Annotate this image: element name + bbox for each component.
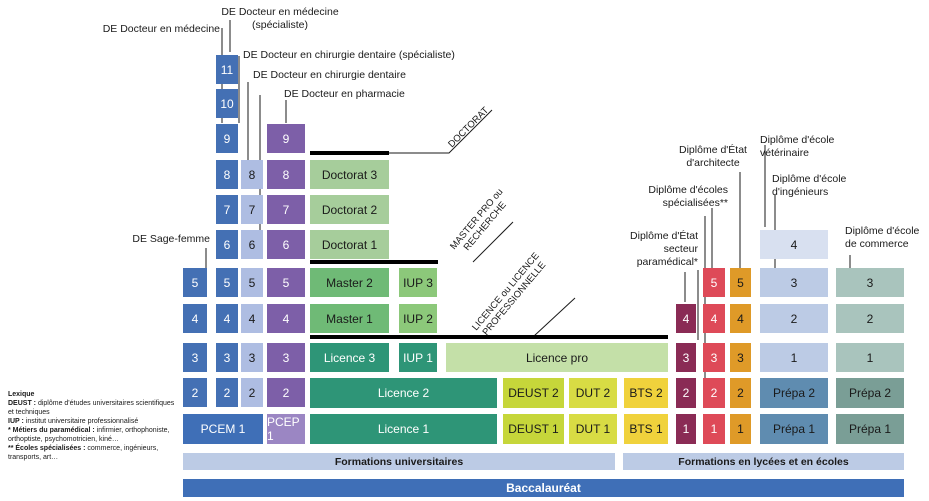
iup-2: IUP 2 bbox=[399, 304, 437, 333]
licence-3: Licence 3 bbox=[310, 343, 389, 372]
dentaire-spec-year-5: 5 bbox=[241, 268, 263, 297]
lexique-deust-text: diplôme d'études universitaires scientif… bbox=[8, 400, 175, 416]
paramedical-year-3: 3 bbox=[676, 343, 696, 372]
pharmacie-year-6: 6 bbox=[267, 230, 305, 259]
lexique-title: Lexique bbox=[8, 391, 35, 398]
paramedical-year-2: 2 bbox=[676, 378, 696, 408]
architecte-year-4: 4 bbox=[730, 304, 751, 333]
bts-1: BTS 1 bbox=[624, 414, 668, 444]
prepa-1-a: Prépa 1 bbox=[760, 414, 828, 444]
label-de-medecine-specialiste: DE Docteur en médecine (spécialiste) bbox=[221, 6, 339, 31]
lexique-metiers-key: * Métiers du paramédical : bbox=[8, 427, 95, 434]
dentaire-spec-year-7: 7 bbox=[241, 195, 263, 224]
sage-femme-year-3: 3 bbox=[183, 343, 207, 372]
ecoles-spec-year-5: 5 bbox=[703, 268, 725, 297]
medecine-year-7: 7 bbox=[216, 195, 238, 224]
pharmacie-year-3: 3 bbox=[267, 343, 305, 372]
lexique-deust-key: DEUST : bbox=[8, 400, 36, 407]
label-de-medecine: DE Docteur en médecine bbox=[102, 23, 220, 35]
label-de-chirurgie-dentaire: DE Docteur en chirurgie dentaire bbox=[253, 69, 406, 81]
label-etat-architecte: Diplôme d'État d'architecte bbox=[679, 144, 747, 169]
veterinaire-year-1: 1 bbox=[760, 343, 828, 372]
medecine-year-11: 11 bbox=[216, 55, 238, 84]
sage-femme-year-5: 5 bbox=[183, 268, 207, 297]
lexique-iup-text: institut universitaire professionnalisé bbox=[25, 418, 139, 425]
label-ecole-veterinaire: Diplôme d'école vétérinaire bbox=[760, 134, 835, 159]
ecoles-spec-year-1: 1 bbox=[703, 414, 725, 444]
commerce-year-3: 3 bbox=[836, 268, 904, 297]
pcep-1: PCEP 1 bbox=[267, 414, 305, 444]
dut-1: DUT 1 bbox=[569, 414, 617, 444]
prepa-1-b: Prépa 1 bbox=[836, 414, 904, 444]
architecte-year-5: 5 bbox=[730, 268, 751, 297]
dentaire-spec-year-3: 3 bbox=[241, 343, 263, 372]
pharmacie-year-5: 5 bbox=[267, 268, 305, 297]
label-de-pharmacie: DE Docteur en pharmacie bbox=[284, 88, 405, 100]
architecte-year-2: 2 bbox=[730, 378, 751, 408]
label-etat-paramedical: Diplôme d'État secteur paramédical* bbox=[630, 230, 698, 268]
lexique-metiers-text: infirmier, orthophoniste, orthoptiste, p… bbox=[8, 427, 170, 443]
dentaire-spec-year-2: 2 bbox=[241, 378, 263, 407]
veterinaire-year-4: 4 bbox=[760, 230, 828, 259]
medecine-year-8: 8 bbox=[216, 160, 238, 189]
prepa-2-b: Prépa 2 bbox=[836, 378, 904, 408]
commerce-year-1: 1 bbox=[836, 343, 904, 372]
licence-2: Licence 2 bbox=[310, 378, 497, 408]
pharmacie-year-2: 2 bbox=[267, 378, 305, 407]
doctorat-2: Doctorat 2 bbox=[310, 195, 389, 224]
label-ecole-commerce: Diplôme d'école de commerce bbox=[845, 225, 920, 250]
master-1: Master 1 bbox=[310, 304, 389, 333]
pharmacie-year-8: 8 bbox=[267, 160, 305, 189]
medecine-year-4: 4 bbox=[216, 304, 238, 333]
licence-pro: Licence pro bbox=[446, 343, 668, 372]
commerce-year-2: 2 bbox=[836, 304, 904, 333]
medecine-year-10: 10 bbox=[216, 89, 238, 118]
bar-formations-lycees: Formations en lycées et en écoles bbox=[623, 453, 904, 470]
deust-1: DEUST 1 bbox=[503, 414, 564, 444]
label-ecole-ingenieurs: Diplôme d'école d'ingénieurs bbox=[772, 173, 847, 198]
ecoles-spec-year-4: 4 bbox=[703, 304, 725, 333]
sage-femme-year-4: 4 bbox=[183, 304, 207, 333]
lexique-iup-key: IUP : bbox=[8, 418, 24, 425]
iup-3: IUP 3 bbox=[399, 268, 437, 297]
iup-1: IUP 1 bbox=[399, 343, 437, 372]
ecoles-spec-year-2: 2 bbox=[703, 378, 725, 408]
label-de-sage-femme: DE Sage-femme bbox=[132, 233, 210, 245]
lexique-ecoles-text: commerce, ingénieurs, transports, art… bbox=[8, 445, 159, 461]
label-ecoles-specialisees: Diplôme d'écoles spécialisées** bbox=[648, 184, 728, 209]
medecine-year-3: 3 bbox=[216, 343, 238, 372]
pharmacie-year-9: 9 bbox=[267, 124, 305, 153]
bts-2: BTS 2 bbox=[624, 378, 668, 408]
bar-baccalaureat: Baccalauréat bbox=[183, 479, 904, 497]
pcem-1: PCEM 1 bbox=[183, 414, 263, 444]
medecine-year-6: 6 bbox=[216, 230, 238, 259]
doctorat-3: Doctorat 3 bbox=[310, 160, 389, 189]
sage-femme-year-2: 2 bbox=[183, 378, 207, 407]
architecte-year-1: 1 bbox=[730, 414, 751, 444]
medecine-year-5: 5 bbox=[216, 268, 238, 297]
paramedical-year-1: 1 bbox=[676, 414, 696, 444]
pharmacie-year-4: 4 bbox=[267, 304, 305, 333]
dut-2: DUT 2 bbox=[569, 378, 617, 408]
veterinaire-year-3: 3 bbox=[760, 268, 828, 297]
lexique-ecoles-key: ** Écoles spécialisées : bbox=[8, 445, 86, 452]
veterinaire-year-2: 2 bbox=[760, 304, 828, 333]
paramedical-year-4: 4 bbox=[676, 304, 696, 333]
bar-formations-universitaires: Formations universitaires bbox=[183, 453, 615, 470]
medecine-year-2: 2 bbox=[216, 378, 238, 407]
medecine-year-9: 9 bbox=[216, 124, 238, 153]
prepa-2-a: Prépa 2 bbox=[760, 378, 828, 408]
label-de-chirurgie-dentaire-specialiste: DE Docteur en chirurgie dentaire (spécia… bbox=[243, 49, 455, 61]
ecoles-spec-year-3: 3 bbox=[703, 343, 725, 372]
dentaire-spec-year-6: 6 bbox=[241, 230, 263, 259]
lexique: Lexique DEUST : diplôme d'études univers… bbox=[8, 390, 178, 462]
master-2: Master 2 bbox=[310, 268, 389, 297]
dentaire-spec-year-4: 4 bbox=[241, 304, 263, 333]
doctorat-1: Doctorat 1 bbox=[310, 230, 389, 259]
dentaire-spec-year-8: 8 bbox=[241, 160, 263, 189]
deust-2: DEUST 2 bbox=[503, 378, 564, 408]
pharmacie-year-7: 7 bbox=[267, 195, 305, 224]
architecte-year-3: 3 bbox=[730, 343, 751, 372]
licence-1: Licence 1 bbox=[310, 414, 497, 444]
